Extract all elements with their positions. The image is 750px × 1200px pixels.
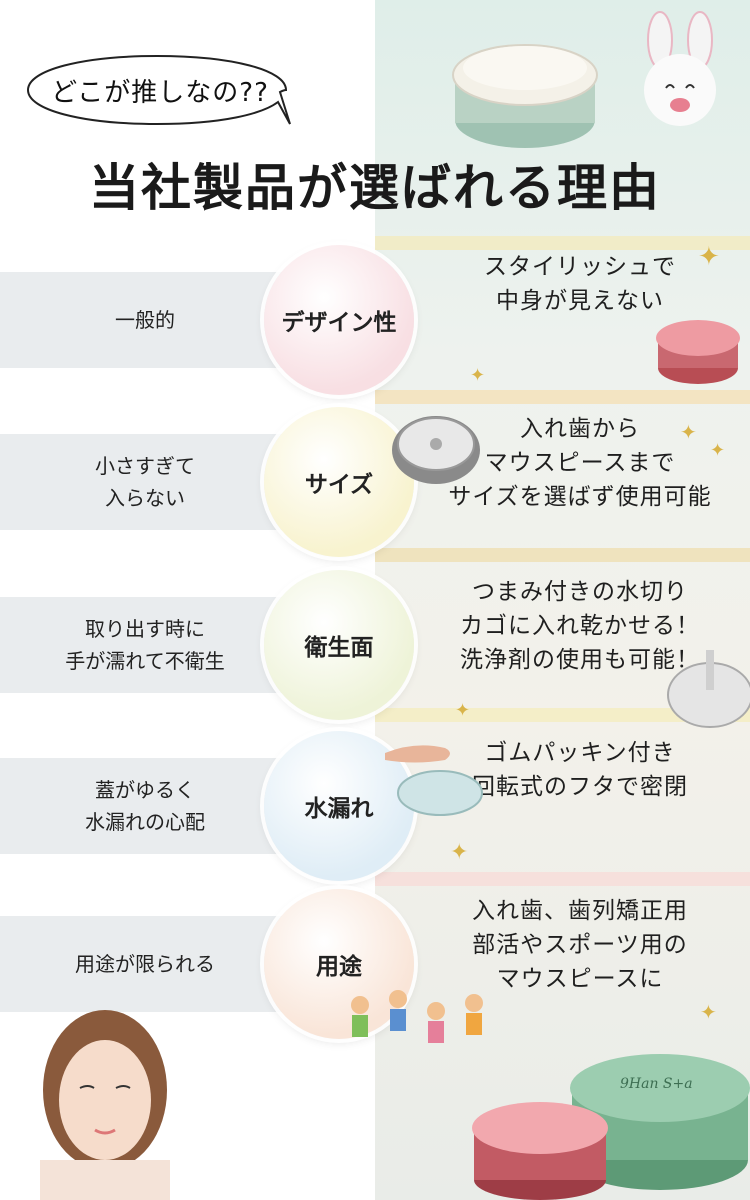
row-problem-text: 小さすぎて 入らない bbox=[95, 454, 195, 510]
rabbit-mascot-icon bbox=[644, 11, 716, 126]
sparkle-icon: ✦ bbox=[710, 440, 726, 461]
sparkle-icon: ✦ bbox=[700, 1000, 717, 1024]
row-solution-text: 入れ歯から マウスピースまで サイズを選ばず使用可能 bbox=[448, 416, 712, 510]
speech-bubble bbox=[26, 54, 291, 126]
row-badge: 用途 bbox=[264, 889, 414, 1039]
row-solution-text: 入れ歯、歯列矯正用 部活やスポーツ用の マウスピースに bbox=[472, 898, 688, 992]
row-band bbox=[0, 272, 290, 368]
product-label: 9Han S+a bbox=[620, 1076, 693, 1092]
row-badge: サイズ bbox=[264, 407, 414, 557]
woman-photo bbox=[40, 1010, 170, 1200]
stripe bbox=[375, 236, 750, 250]
basket-image bbox=[392, 416, 480, 484]
row-problem-text: 用途が限られる bbox=[75, 952, 215, 976]
sparkle-icon: ✦ bbox=[455, 700, 471, 721]
bubble-text: どこが推しなの?? bbox=[51, 78, 269, 108]
drain-basket-image bbox=[667, 650, 750, 728]
row-solution-text: つまみ付きの水切り カゴに入れ乾かせる！ 洗浄剤の使用も可能！ bbox=[460, 579, 700, 673]
row-band bbox=[0, 916, 290, 1012]
cases-bottom-image: 9Han S+a bbox=[472, 1054, 750, 1200]
sparkle-icon: ✦ bbox=[470, 365, 486, 386]
page-title: 当社製品が選ばれる理由 bbox=[89, 159, 661, 217]
pink-case-image bbox=[656, 320, 740, 384]
stripe bbox=[375, 548, 750, 562]
row-band bbox=[0, 597, 290, 693]
sparkle-icon: ✦ bbox=[450, 840, 469, 865]
product-case-image bbox=[452, 44, 598, 148]
stripe bbox=[375, 708, 750, 722]
stripe bbox=[375, 872, 750, 886]
row-solution-text: ゴムパッキン付き 回転式のフタで密閉 bbox=[472, 740, 688, 800]
row-solution-text: スタイリッシュで 中身が見えない bbox=[484, 254, 676, 314]
row-badge: 衛生面 bbox=[264, 570, 414, 720]
row-problem-text: 取り出す時に 手が濡れて不衛生 bbox=[65, 617, 225, 673]
sparkle-icon: ✦ bbox=[698, 242, 720, 272]
row-band bbox=[0, 434, 290, 530]
hand-lid-image bbox=[385, 745, 483, 816]
row-band bbox=[0, 758, 290, 854]
stripe bbox=[375, 390, 750, 404]
sparkle-icon: ✦ bbox=[680, 420, 697, 444]
right-background bbox=[375, 0, 750, 1200]
row-badge: デザイン性 bbox=[264, 245, 414, 395]
row-problem-text: 蓋がゆるく 水漏れの心配 bbox=[85, 778, 205, 834]
row-problem-text: 一般的 bbox=[115, 308, 175, 332]
children-illustration bbox=[351, 990, 483, 1043]
